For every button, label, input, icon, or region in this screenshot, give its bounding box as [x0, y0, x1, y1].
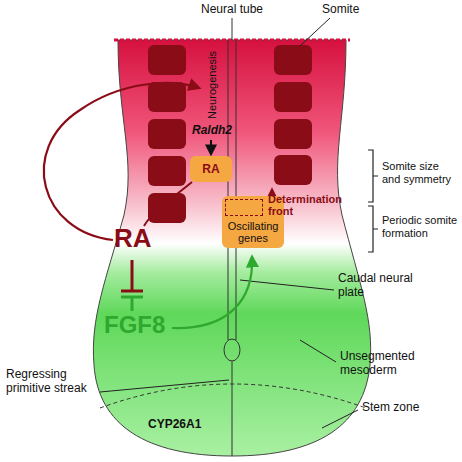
- ra-source-line: [144, 182, 192, 226]
- structure-label: Somite: [322, 3, 359, 17]
- determination-front-box: Determination front: [225, 199, 263, 216]
- somites-right: [274, 45, 312, 185]
- stem-zone-boundary: [100, 384, 366, 408]
- brackets: [368, 150, 378, 252]
- process-label: Neurogenesis: [206, 51, 219, 119]
- node-text: Oscillating genes: [225, 220, 281, 244]
- raldh2-arrow: [210, 140, 212, 154]
- somites-left: [148, 45, 186, 223]
- node-text: Determination front: [268, 193, 348, 217]
- bracket-label: Periodic somite formation: [382, 214, 458, 239]
- structure-label: Neural tube: [201, 3, 263, 17]
- ra-box: RA: [190, 156, 232, 182]
- node-text: RA: [198, 162, 224, 176]
- ra-neurogenesis-arrow: [44, 83, 199, 240]
- fgf8-arrow: [172, 257, 252, 328]
- bracket-label: Somite size and symmetry: [382, 160, 458, 185]
- mutual-inhibition: [121, 260, 143, 311]
- oscillating-genes-box: Oscillating genes Determination front: [222, 196, 284, 248]
- signal-label: FGF8: [104, 311, 165, 339]
- gene-label: Raldh2: [192, 124, 232, 138]
- structure-label: Caudal neural plate: [338, 272, 434, 300]
- structure-label: Stem zone: [362, 401, 419, 415]
- structure-label: Regressing primitive streak: [6, 368, 106, 396]
- gene-label: CYP26A1: [148, 418, 201, 432]
- tailbud-outline: [93, 40, 370, 456]
- leader-lines: [100, 18, 358, 428]
- structure-label: Unsegmented mesoderm: [340, 350, 450, 378]
- signal-label: RA: [114, 224, 152, 254]
